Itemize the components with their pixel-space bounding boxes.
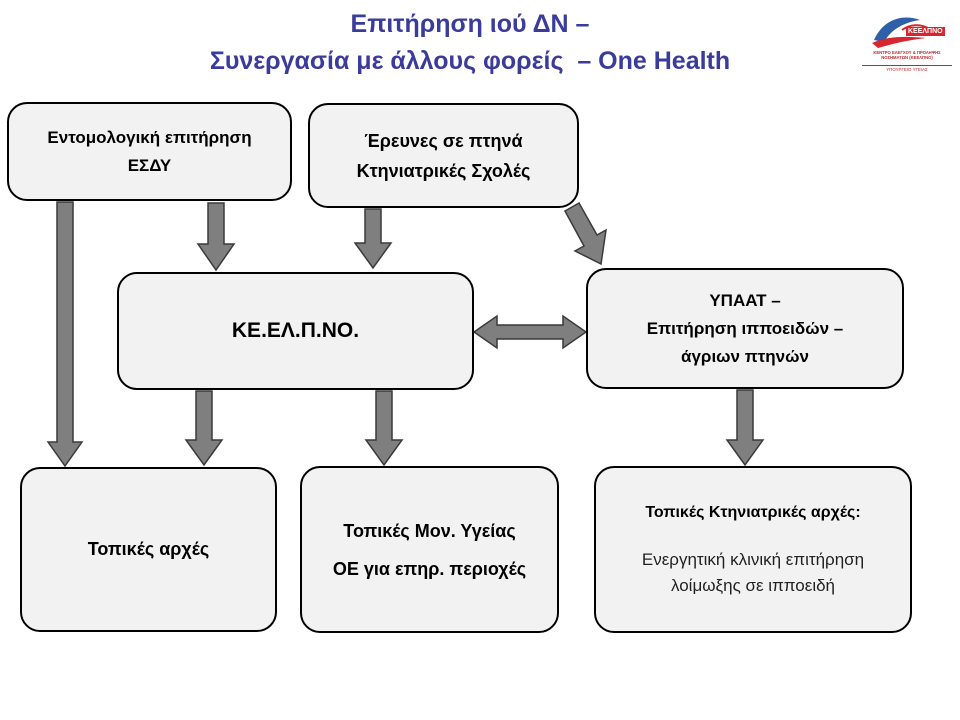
ktiniatrikes-line-1: Ενεργητική κλινική επιτήρηση [641,549,865,569]
arrow-keelpno-to-monades [364,390,404,467]
arrow-erevnes-to-keelpno [353,208,393,270]
title-line-1: Επιτήρηση ιού ΔΝ – [350,10,590,38]
entomologiki-line-1: Εντομολογική επιτήρηση [47,127,252,147]
logo-ministry: ΥΠΟΥΡΓΕΙΟ ΥΓΕΙΑΣ [862,65,952,72]
box-ypaat: ΥΠΑΑΤ – Επιτήρηση ιπποειδών – άγριων πτη… [586,268,904,389]
arrow-entom-to-keelpno [196,202,236,272]
monades-line-1: Τοπικές Μον. Υγείας [343,520,516,541]
ktiniatrikes-line-2: λοίμωξης σε ιπποειδή [670,575,836,595]
topikes-arxes-label: Τοπικές αρχές [87,539,210,559]
ktiniatrikes-heading: Τοπικές Κτηνιατρικές αρχές: [645,503,861,521]
ypaat-line-1: ΥΠΑΑΤ – [709,290,781,310]
monades-line-2: ΟΕ για επηρ. περιοχές [332,558,527,579]
arrow-erevnes-to-ypaat [563,201,607,266]
box-topikes-arxes: Τοπικές αρχές [20,467,277,632]
keelpno-label: ΚΕ.ΕΛ.Π.ΝΟ. [231,319,360,342]
page-title: Επιτήρηση ιού ΔΝ – Συνεργασία με άλλους … [60,6,880,80]
keelpno-logo: ΚΕΕΛΠΝΟ ΚΕΝΤΡΟ ΕΛΕΓΧΟΥ & ΠΡΟΛΗΨΗΣ ΝΟΣΗΜΑ… [862,10,952,76]
box-erevnes-ptina: Έρευνες σε πτηνά Κτηνιατρικές Σχολές [308,103,579,208]
erevnes-line-2: Κτηνιατρικές Σχολές [356,160,531,181]
box-topikes-ktiniatrikes-arxes: Τοπικές Κτηνιατρικές αρχές: Ενεργητική κ… [594,466,912,633]
arrow-entom-to-topikes [46,201,84,468]
arrow-keelpno-to-topikes [184,390,224,467]
entomologiki-line-2: ΕΣΔΥ [127,155,172,175]
arrow-keelpno-ypaat [472,314,588,350]
box-entomologiki-epitirisi: Εντομολογική επιτήρηση ΕΣΔΥ [7,102,292,201]
ypaat-line-3: άγριων πτηνών [681,346,809,366]
logo-subtitle: ΚΕΝΤΡΟ ΕΛΕΓΧΟΥ & ΠΡΟΛΗΨΗΣ ΝΟΣΗΜΑΤΩΝ (ΚΕΕ… [873,50,941,60]
erevnes-line-1: Έρευνες σε πτηνά [364,130,523,151]
title-line-2: Συνεργασία με άλλους φορείς – One Health [209,47,731,75]
box-topikes-monades-ygeias: Τοπικές Μον. Υγείας ΟΕ για επηρ. περιοχέ… [300,466,559,633]
logo-wordmark: ΚΕΕΛΠΝΟ [906,27,945,36]
box-keelpno: ΚΕ.ΕΛ.Π.ΝΟ. [117,272,474,390]
ypaat-line-2: Επιτήρηση ιπποειδών – [646,318,844,338]
arrow-ypaat-to-ktiniatrikes [725,389,765,467]
